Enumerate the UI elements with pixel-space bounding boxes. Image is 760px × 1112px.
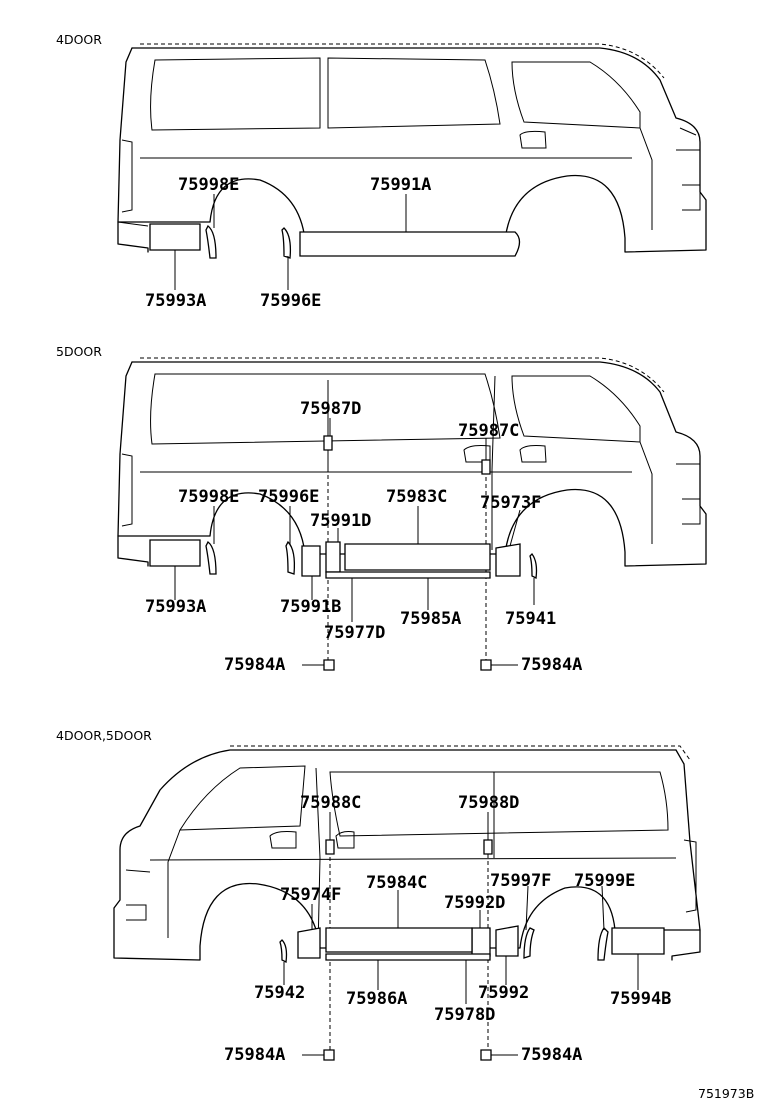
label-75974F: 75974F: [280, 885, 341, 905]
part-75998E-shape: [205, 225, 217, 259]
part-75984A-right-b-shape: [480, 1049, 492, 1061]
part-75984A-left-b-shape: [323, 1049, 335, 1061]
label-75978D: 75978D: [434, 1005, 495, 1025]
label-75991A: 75991A: [370, 175, 431, 195]
label-75992D: 75992D: [444, 893, 505, 913]
part-75997F-shape: [523, 927, 535, 959]
section-label-5door: 5DOOR: [56, 344, 102, 359]
part-75992D-shape: [471, 927, 491, 957]
part-75998E-5door-shape: [205, 541, 217, 575]
label-75994B: 75994B: [610, 989, 671, 1009]
part-75988C-shape: [325, 839, 335, 855]
label-75941: 75941: [505, 609, 556, 629]
part-75974F-shape: [297, 927, 321, 959]
van-left-side-outline: [113, 745, 701, 961]
part-75984A-left-shape: [323, 659, 335, 671]
label-75986A: 75986A: [346, 989, 407, 1009]
part-75991B-shape: [301, 545, 321, 577]
label-75984A-left-b: 75984A: [224, 1045, 285, 1065]
section-label-4door-5door: 4DOOR,5DOOR: [56, 728, 152, 743]
part-75985A-shape: [325, 571, 491, 579]
van-4door-outline: [117, 43, 707, 253]
part-75996E-5door-shape: [285, 540, 296, 575]
part-75942-shape: [279, 939, 288, 963]
label-75983C: 75983C: [386, 487, 447, 507]
label-75942: 75942: [254, 983, 305, 1003]
label-75988D: 75988D: [458, 793, 519, 813]
label-75996E: 75996E: [260, 291, 321, 311]
label-75993A: 75993A: [145, 291, 206, 311]
label-75993A-5door: 75993A: [145, 597, 206, 617]
part-75941-shape: [529, 553, 538, 579]
label-75998E: 75998E: [178, 175, 239, 195]
part-75999E-shape: [597, 927, 609, 961]
part-75983C-shape: [344, 543, 491, 571]
label-75998E-5door: 75998E: [178, 487, 239, 507]
part-75992-shape: [495, 925, 519, 957]
part-75996E-shape: [281, 227, 292, 259]
section-4door: 4DOOR: [56, 32, 707, 311]
van-5door-outline: [117, 357, 707, 567]
label-75991D: 75991D: [310, 511, 371, 531]
part-75994B-shape: [611, 927, 665, 955]
label-75996E-5door: 75996E: [258, 487, 319, 507]
label-75987C: 75987C: [458, 421, 519, 441]
part-75984C-shape: [325, 927, 473, 953]
label-75984A-5door-right: 75984A: [521, 655, 582, 675]
label-75984A-right-b: 75984A: [521, 1045, 582, 1065]
label-75985A: 75985A: [400, 609, 461, 629]
part-75987C-shape: [481, 459, 491, 475]
label-75992: 75992: [478, 983, 529, 1003]
label-75987D: 75987D: [300, 399, 361, 419]
part-75973F-shape: [495, 543, 521, 577]
part-75988D-shape: [483, 839, 493, 855]
part-75986A-shape: [325, 953, 491, 961]
label-75984C: 75984C: [366, 873, 427, 893]
label-75984A-5door-left: 75984A: [224, 655, 285, 675]
section-label-4door: 4DOOR: [56, 32, 102, 47]
label-75977D: 75977D: [324, 623, 385, 643]
part-75993A-5door-shape: [149, 539, 201, 567]
part-75991D-shape: [325, 541, 341, 573]
part-75984A-right-shape: [480, 659, 492, 671]
part-75987D-shape: [323, 435, 333, 451]
section-4door-5door: 4DOOR,5DOOR: [56, 728, 701, 1065]
label-75988C: 75988C: [300, 793, 361, 813]
diagram-reference-code: 751973B: [698, 1086, 754, 1101]
section-5door: 5DOOR: [56, 344, 707, 675]
part-75991A-shape: [299, 231, 521, 257]
label-75997F: 75997F: [490, 871, 551, 891]
label-75973F: 75973F: [480, 493, 541, 513]
label-75999E: 75999E: [574, 871, 635, 891]
part-75993A-shape: [149, 223, 201, 251]
label-75991B: 75991B: [280, 597, 341, 617]
